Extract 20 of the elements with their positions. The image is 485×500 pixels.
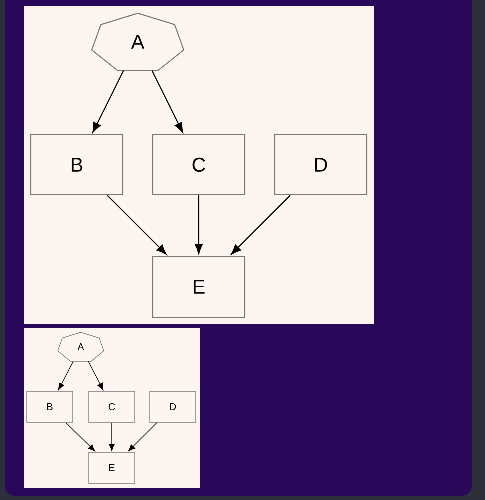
process-box: D <box>150 391 196 423</box>
process-box: E <box>88 452 136 484</box>
arrow <box>231 195 291 255</box>
process-box: B <box>30 134 124 196</box>
process-box: C <box>152 134 246 196</box>
process-box: B <box>26 391 74 423</box>
process-box: D <box>274 134 368 196</box>
arrow <box>109 422 115 452</box>
arrow <box>66 422 96 452</box>
arrow <box>128 422 158 452</box>
process-box: C <box>88 391 136 423</box>
arrow <box>194 196 204 254</box>
heptagon-node: A <box>91 12 185 72</box>
arrow <box>152 70 184 133</box>
heptagon-node: A <box>58 332 104 362</box>
arrow <box>107 195 167 255</box>
arrow <box>92 70 124 133</box>
arrow <box>58 361 74 390</box>
arrow <box>88 361 104 390</box>
process-box: E <box>152 256 246 318</box>
